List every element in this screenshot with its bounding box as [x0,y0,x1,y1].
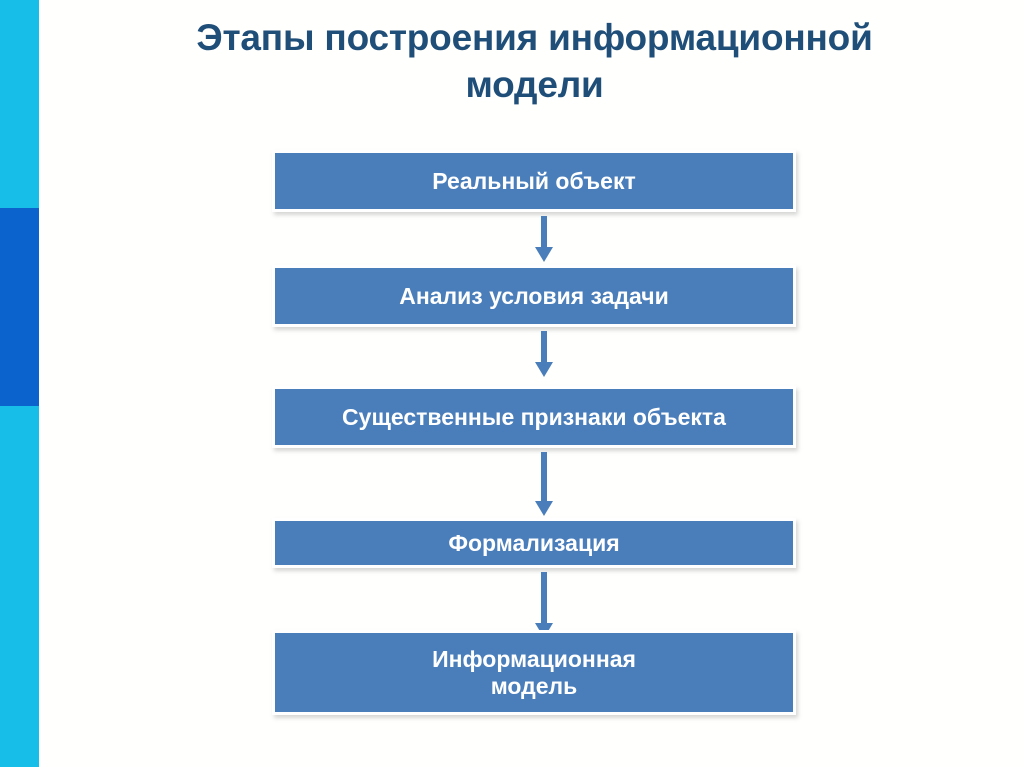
sidebar-divider [39,0,45,767]
slide-content: Этапы построения информационной модели Р… [45,0,1024,767]
arrow-down-icon [534,452,554,518]
flowchart-step-5-label-line-1: Информационная [432,645,636,672]
flowchart-step-3[interactable]: Существенные признаки объекта [272,386,796,448]
flowchart-step-4-label: Формализация [448,529,620,556]
flowchart-step-1-label: Реальный объект [432,167,636,194]
arrow-down-icon [534,331,554,379]
flowchart-step-5-label-line-2: модель [490,672,578,699]
page-title-line-2: модели [465,64,604,106]
flowchart-step-2[interactable]: Анализ условия задачи [272,265,796,327]
flowchart: Реальный объект Анализ условия задачи Су… [45,0,1024,767]
flowchart-step-5[interactable]: Информационная модель [272,630,796,715]
arrow-down-icon [534,216,554,264]
flowchart-step-2-label: Анализ условия задачи [399,282,669,309]
flowchart-step-3-label: Существенные признаки объекта [342,403,726,430]
flowchart-step-5-label: Информационная модель [432,646,636,699]
page-title-line-1: Этапы построения информационной [196,17,873,58]
sidebar-accent-segment [0,208,39,406]
flowchart-step-1[interactable]: Реальный объект [272,150,796,212]
page-title: Этапы построения информационной модели [60,14,1009,109]
flowchart-step-4[interactable]: Формализация [272,518,796,568]
